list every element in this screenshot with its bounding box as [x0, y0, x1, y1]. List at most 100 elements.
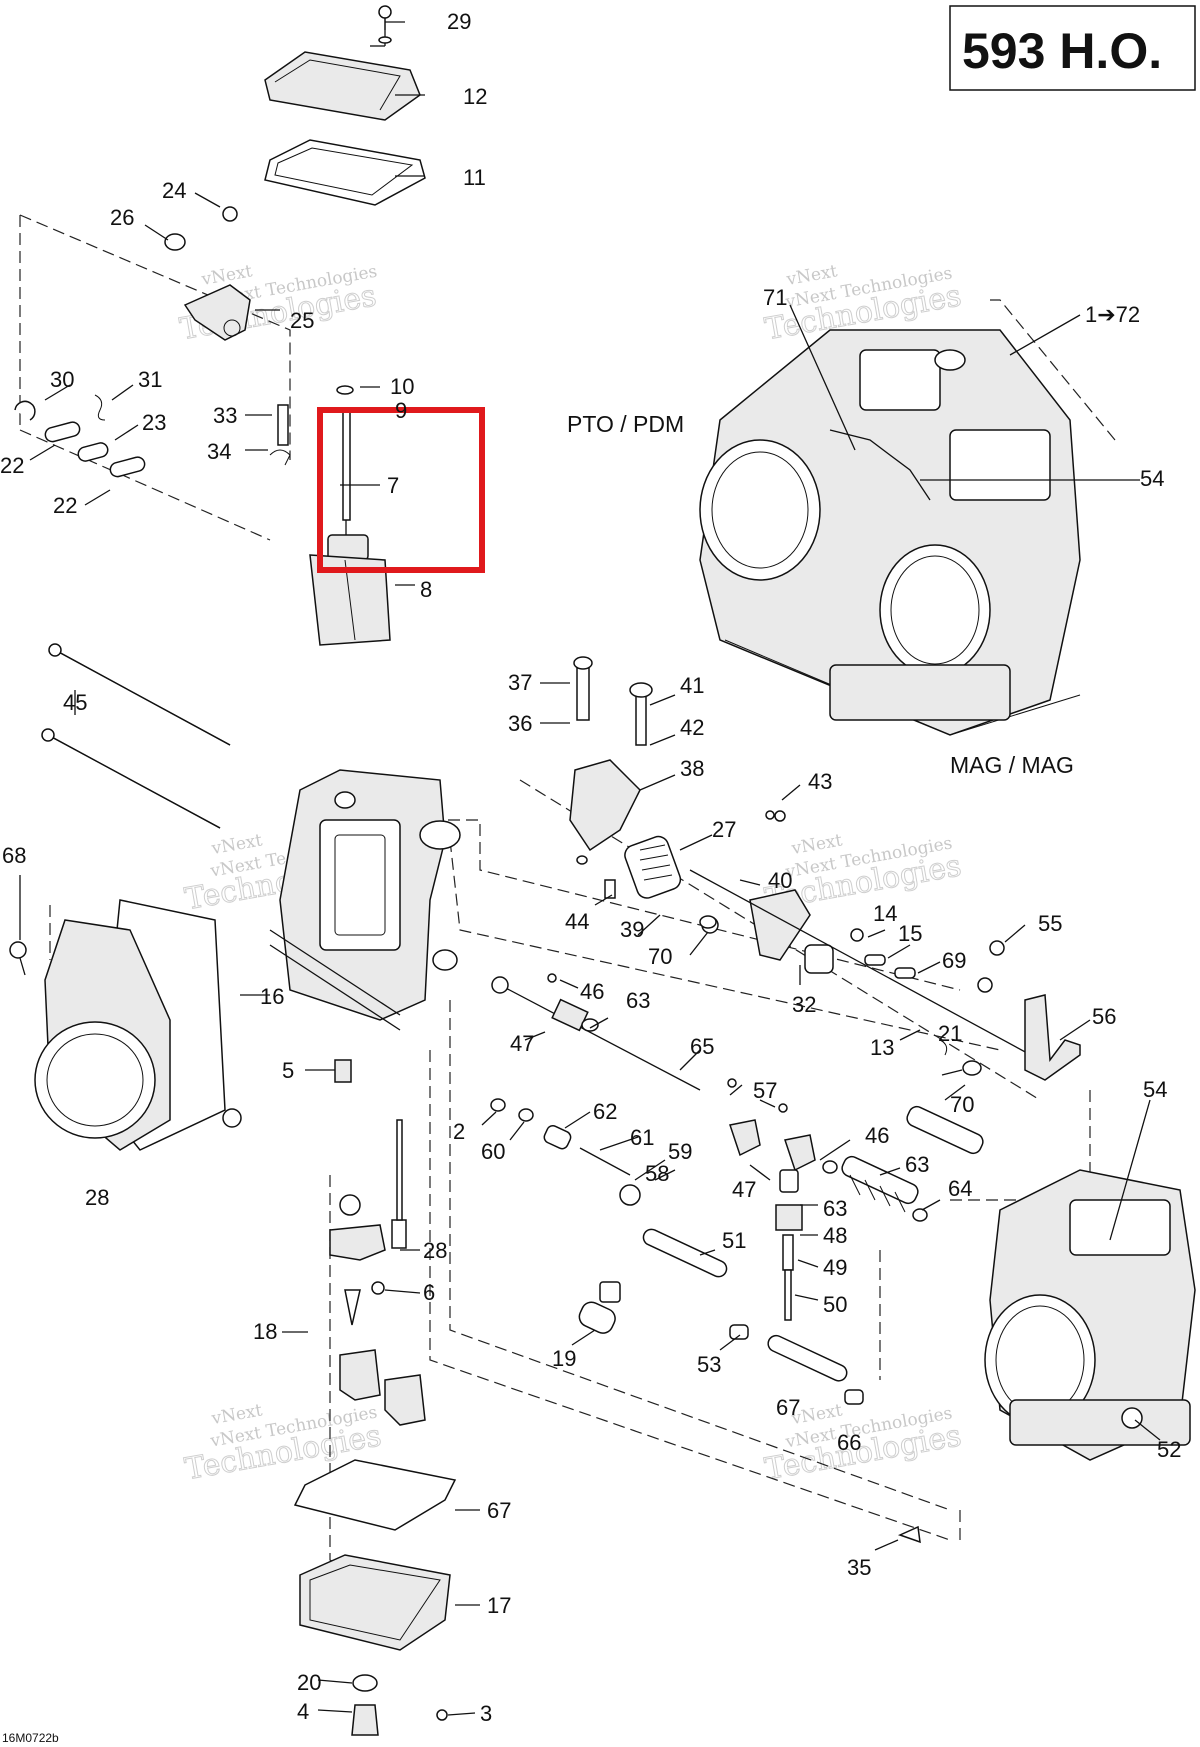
part-label: 36 [508, 711, 532, 736]
part-label: 6 [423, 1280, 435, 1305]
mag-carburetor [984, 1169, 1196, 1461]
part-label: 3 [480, 1701, 492, 1726]
part-label: 63 [905, 1152, 929, 1177]
part-label: 18 [253, 1319, 277, 1344]
part-label: 50 [823, 1292, 847, 1317]
part-label: 41 [680, 673, 704, 698]
top-cover-group [264, 5, 426, 206]
part-label: 63 [626, 988, 650, 1013]
part-label: 22 [0, 453, 24, 478]
part-label: 7 [387, 473, 399, 498]
part-label: 17 [487, 1593, 511, 1618]
part-label: 43 [808, 769, 832, 794]
part-label: 27 [712, 817, 736, 842]
part-label: 24 [162, 178, 186, 203]
part-label: 68 [2, 843, 26, 868]
bottom-linkage-group [578, 1228, 921, 1544]
part-label: 12 [463, 84, 487, 109]
part-label: 21 [938, 1021, 962, 1046]
cover-12 [264, 51, 421, 121]
part-label: 61 [630, 1125, 654, 1150]
drawing-code: 16M0722b [2, 1731, 59, 1745]
part-range-label: 1➔72 [1085, 302, 1140, 327]
right-small-parts [576, 810, 1081, 1081]
part-label: 53 [697, 1352, 721, 1377]
part-label: 56 [1092, 1004, 1116, 1029]
part-label: 66 [837, 1430, 861, 1455]
adjuster-group [775, 1169, 803, 1321]
mag-label: MAG / MAG [950, 752, 1074, 778]
part-label: 67 [487, 1498, 511, 1523]
part-label: 14 [873, 901, 897, 926]
part-label: 71 [763, 285, 787, 310]
part-label: 47 [732, 1177, 756, 1202]
part-label: 15 [898, 921, 922, 946]
part-label: 42 [680, 715, 704, 740]
part-label: 69 [942, 948, 966, 973]
part-label: 45 [63, 690, 87, 715]
screw-29 [378, 5, 392, 19]
pto-label: PTO / PDM [567, 411, 684, 437]
part-label: 52 [1157, 1437, 1181, 1462]
part-label: 19 [552, 1346, 576, 1371]
part-label: 9 [395, 398, 407, 423]
part-label: 51 [722, 1228, 746, 1253]
part-label: 30 [50, 367, 74, 392]
part-label: 37 [508, 670, 532, 695]
part-label: 70 [950, 1092, 974, 1117]
part-label: 28 [85, 1185, 109, 1210]
leader-lines [19, 94, 1161, 1716]
part-label: 46 [865, 1123, 889, 1148]
shaft-group [490, 973, 984, 1222]
bracket-group [164, 206, 251, 341]
part-label: 20 [297, 1670, 321, 1695]
assembly-lines [19, 214, 1116, 1611]
part-label: 5 [282, 1058, 294, 1083]
part-label: 59 [668, 1139, 692, 1164]
intake-group [9, 899, 242, 1151]
jet-group [329, 1059, 426, 1426]
part-label: 8 [420, 577, 432, 602]
part-label: 54 [1143, 1077, 1167, 1102]
part-label: 33 [213, 403, 237, 428]
carburetor-body [269, 769, 461, 1031]
part-label: 49 [823, 1255, 847, 1280]
part-label: 44 [565, 909, 589, 934]
part-label: 35 [847, 1555, 871, 1580]
part-label: 40 [768, 868, 792, 893]
part-label: 48 [823, 1223, 847, 1248]
part-label: 28 [423, 1238, 447, 1263]
highlight-box [317, 407, 485, 573]
needle-group [269, 385, 391, 646]
part-label: 58 [645, 1161, 669, 1186]
part-label: 11 [463, 165, 486, 190]
part-label: 25 [290, 308, 314, 333]
part-label: 10 [390, 374, 414, 399]
bracket-25 [183, 284, 251, 341]
part-label: 67 [776, 1395, 800, 1420]
part-label: 70 [648, 944, 672, 969]
part-label: 60 [481, 1139, 505, 1164]
gasket-11 [264, 139, 426, 206]
part-label: 47 [510, 1031, 534, 1056]
title-box: 593 H.O. [949, 5, 1196, 91]
part-label: 39 [620, 917, 644, 942]
link-parts [14, 394, 146, 478]
pto-carburetor [699, 329, 1081, 736]
part-label: 26 [110, 205, 134, 230]
part-label: 57 [753, 1078, 777, 1103]
part-label: 4 [297, 1699, 309, 1724]
part-label: 34 [207, 439, 231, 464]
long-bolts-45 [41, 643, 231, 829]
part-label: 32 [792, 992, 816, 1017]
part-label: 16 [260, 984, 284, 1009]
part-label: 31 [138, 367, 162, 392]
part-label: 54 [1140, 466, 1164, 491]
float-bowl-group [293, 1459, 457, 1736]
part-label: 63 [823, 1196, 847, 1221]
part-label: 38 [680, 756, 704, 781]
part-label: 22 [53, 493, 77, 518]
part-labels: 29 12 11 24 26 25 10 9 7 8 30 31 23 22 3… [0, 9, 1181, 1726]
part-label: 46 [580, 979, 604, 1004]
